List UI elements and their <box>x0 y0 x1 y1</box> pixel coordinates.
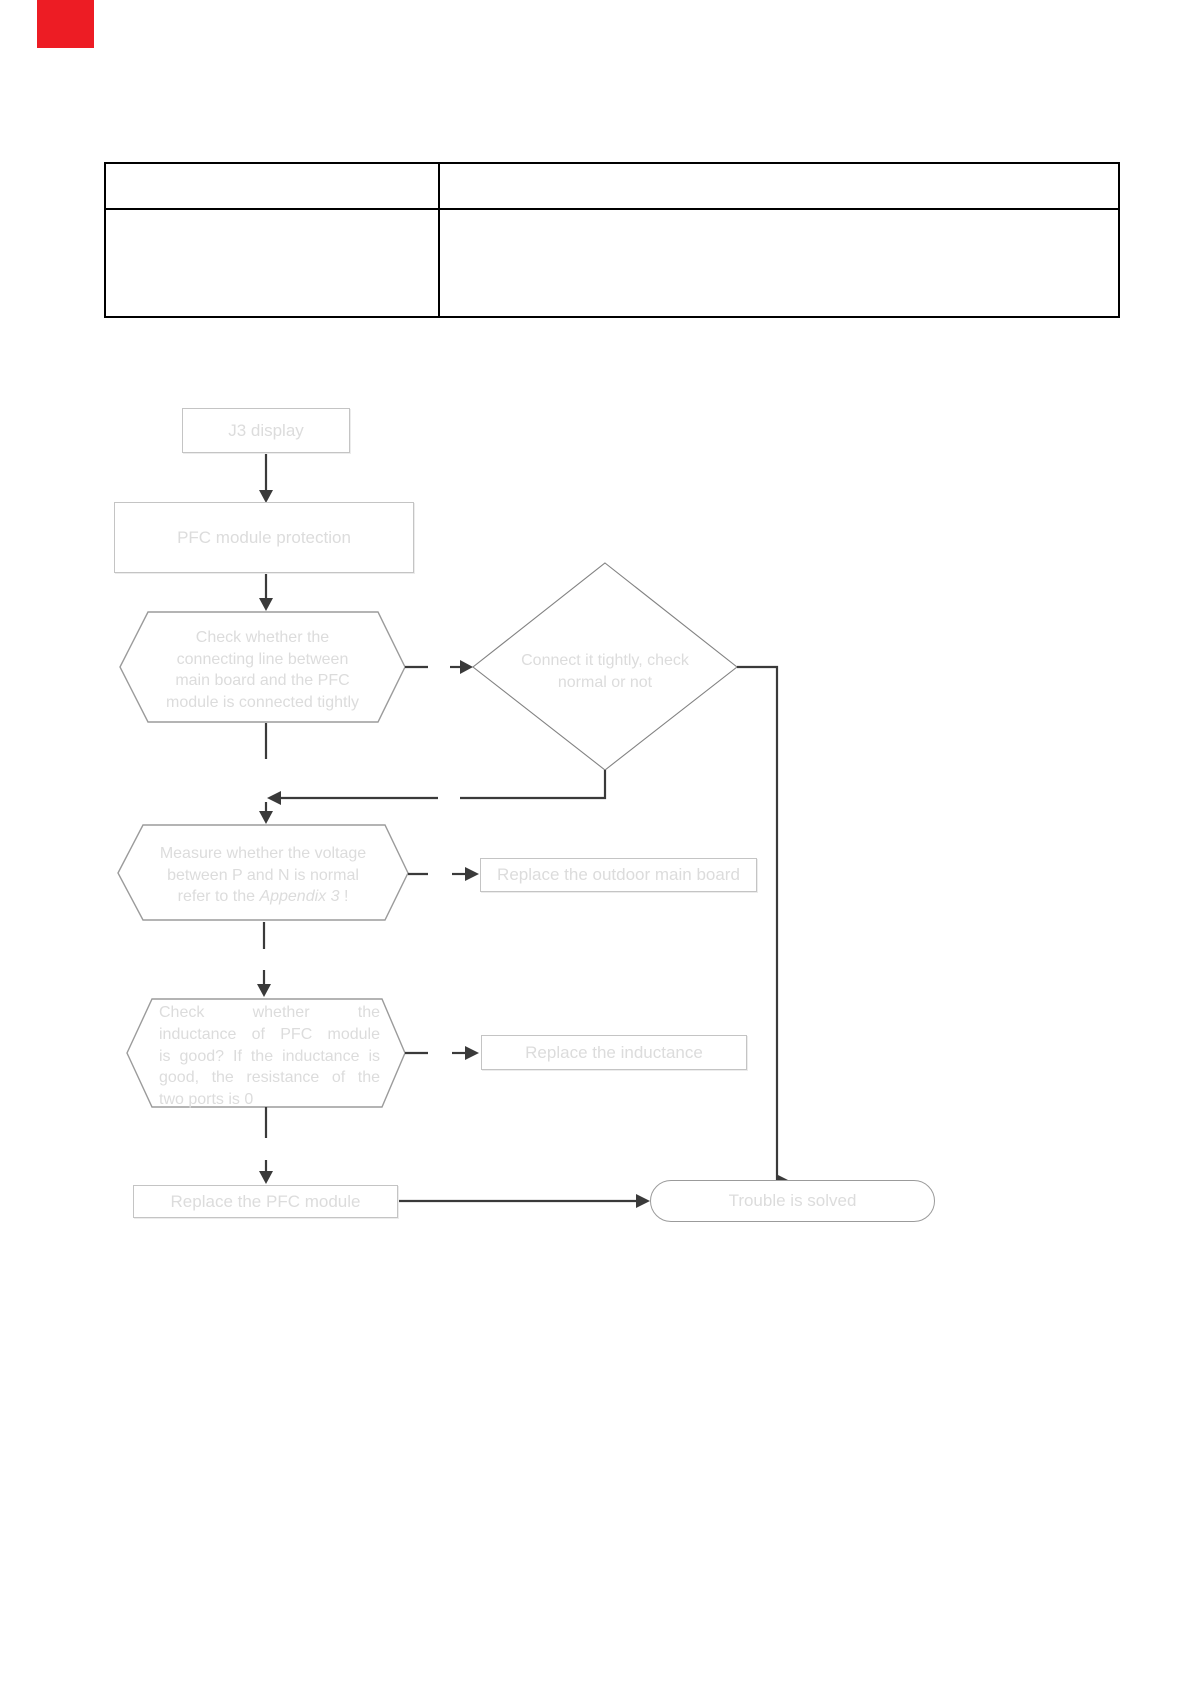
flow-node-j3-display: J3 display <box>182 408 350 453</box>
top-table <box>104 162 1120 318</box>
flow-node-measure-voltage-text: Measure whether the voltage between P an… <box>133 843 393 908</box>
table-column-divider <box>438 164 440 316</box>
flow-node-label: Trouble is solved <box>728 1191 857 1210</box>
arrow-right-icon <box>460 660 473 674</box>
text-line: connecting line between <box>176 650 349 668</box>
flow-node-trouble-solved: Trouble is solved <box>650 1180 935 1222</box>
text-line: Check whether the <box>159 1004 380 1021</box>
arrow-measure-to-inductance <box>257 922 271 997</box>
arrow-right-icon <box>465 1046 479 1060</box>
text-line: normal or not <box>557 673 653 691</box>
arrow-down-icon <box>259 598 273 611</box>
text-line: Measure whether the voltage <box>159 845 367 862</box>
text-line: inductance of PFC module <box>159 1025 380 1043</box>
text-line: main board and the PFC <box>175 672 350 689</box>
arrow-down-icon <box>259 811 273 824</box>
arrow-start-to-protection <box>259 453 273 503</box>
arrow-down-icon <box>257 984 271 997</box>
flow-node-label: Replace the PFC module <box>170 1191 361 1211</box>
arrow-replace-pfc-to-solved <box>398 1194 650 1208</box>
arrow-right-icon <box>636 1194 650 1208</box>
text-line: Connect it tightly, check <box>521 652 689 669</box>
red-corner-marker <box>37 0 94 48</box>
flow-node-diamond-text: Connect it tightly, check normal or not <box>490 650 720 693</box>
text-line: good, the resistance of the <box>159 1069 380 1087</box>
text-line: module is connected tightly <box>166 693 359 711</box>
text-line: refer to the Appendix 3 ! <box>133 886 393 908</box>
text-line: Check whether the <box>195 629 330 646</box>
text-line: between P and N is normal <box>167 866 359 884</box>
line-diamond-to-solved <box>737 665 792 1189</box>
arrow-left-icon <box>267 791 281 805</box>
arrow-down-icon <box>259 490 273 503</box>
text-line: is good? If the inductance is <box>159 1047 380 1065</box>
flow-node-replace-inductance: Replace the inductance <box>481 1035 747 1070</box>
flow-node-replace-main-board: Replace the outdoor main board <box>480 858 757 892</box>
table-header-divider <box>106 208 1118 210</box>
text-fragment: refer to the <box>177 888 260 905</box>
flow-node-label: Replace the outdoor main board <box>497 865 740 884</box>
text-line: two ports is 0 <box>159 1091 254 1109</box>
flow-node-label: J3 display <box>228 420 304 440</box>
text-fragment: ! <box>339 888 349 905</box>
flow-node-check-line-text: Check whether the connecting line betwee… <box>140 627 385 713</box>
flow-node-replace-pfc-module: Replace the PFC module <box>133 1185 398 1218</box>
arrow-check-line-to-diamond <box>405 660 473 674</box>
arrow-right-icon <box>465 867 479 881</box>
flow-node-label: PFC module protection <box>177 527 351 547</box>
flow-node-check-inductance-text: Check whether the inductance of PFC modu… <box>159 1002 380 1111</box>
text-fragment-italic: Appendix 3 <box>259 888 340 905</box>
flow-node-pfc-protection: PFC module protection <box>114 502 414 573</box>
arrow-inductance-to-replace-inductance <box>405 1046 479 1060</box>
arrow-check-line-to-measure <box>259 723 273 824</box>
arrow-inductance-to-replace-pfc <box>259 1107 273 1184</box>
arrow-down-icon <box>259 1171 273 1184</box>
arrow-measure-to-replace-board <box>408 867 479 881</box>
arrow-protection-to-check-line <box>259 573 273 611</box>
flow-node-label: Replace the inductance <box>525 1042 703 1062</box>
line-diamond-return <box>267 770 607 805</box>
